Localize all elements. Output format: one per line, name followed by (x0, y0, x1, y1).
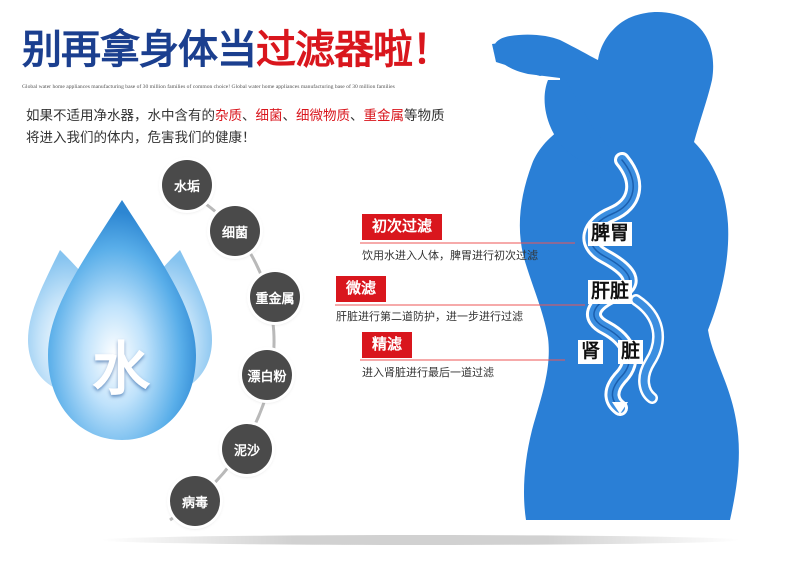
intro-suffix: 等物质 (404, 108, 445, 123)
organ-liver: 肝脏 (588, 280, 633, 304)
title-part-2: 过滤器 (256, 26, 374, 73)
stage-desc-3: 进入肾脏进行最后一道过滤 (362, 367, 494, 379)
impurity-1: 杂质 (215, 108, 242, 123)
arrow-down-icon (612, 402, 628, 414)
contaminant-bubble: 水垢 (162, 160, 212, 210)
impurity-3: 细微物质 (296, 108, 350, 123)
organ-spleen-stomach: 脾胃 (588, 222, 633, 246)
stage-desc-2: 肝脏进行第二道防护，进一步进行过滤 (336, 311, 523, 323)
stage-label-1: 初次过滤 (362, 214, 443, 240)
intro-line-2: 将进入我们的体内，危害我们的健康！ (26, 130, 256, 145)
separator: 、 (282, 108, 297, 123)
contaminant-bubble: 细菌 (210, 206, 260, 256)
intro-prefix: 如果不适用净水器，水中含有的 (26, 108, 215, 123)
contaminant-bubble: 泥沙 (222, 424, 272, 474)
arm-silhouette (544, 80, 640, 174)
water-drop-icon (48, 200, 196, 440)
stage-label-3: 精滤 (362, 332, 413, 358)
stage-label-2: 微滤 (336, 276, 387, 302)
page-subtitle: Global water home appliances manufacturi… (22, 84, 395, 90)
contaminant-bubble: 病毒 (170, 476, 220, 526)
contaminant-bubble: 重金属 (250, 272, 300, 322)
organ-kidney-1: 肾 (578, 340, 604, 364)
title-part-1: 别再拿身体当 (22, 26, 257, 73)
page-title: 别再拿身体当过滤器啦！ (22, 26, 452, 73)
contaminant-bubble: 漂白粉 (242, 350, 292, 400)
impurity-2: 细菌 (255, 108, 283, 123)
separator: 、 (350, 108, 364, 123)
floor-shadow (100, 535, 740, 545)
separator: 、 (242, 108, 256, 123)
contaminant-arc (159, 178, 276, 522)
bottle-icon (492, 38, 566, 76)
impurity-4: 重金属 (363, 108, 405, 123)
water-character: 水 (92, 335, 151, 403)
organ-kidney-2: 脏 (618, 340, 644, 364)
stage-desc-1: 饮用水进入人体，脾胃进行初次过滤 (362, 250, 538, 262)
intro-line-1: 如果不适用净水器，水中含有的杂质、细菌、细微物质、重金属等物质 (26, 104, 445, 124)
title-part-3: 啦！ (373, 26, 452, 73)
